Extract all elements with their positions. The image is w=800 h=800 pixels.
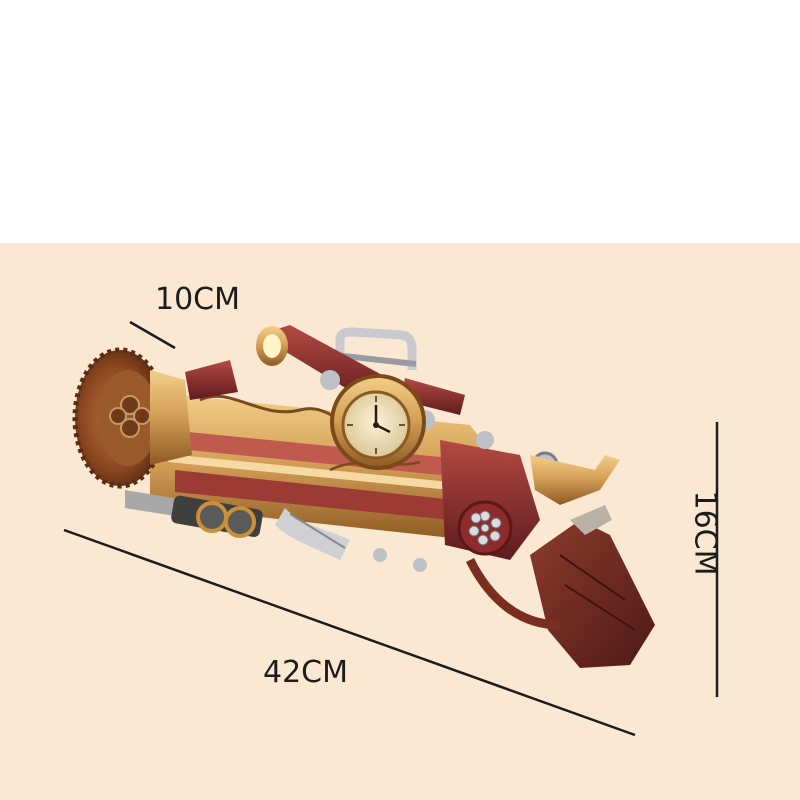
length-dimension-label: 42CM xyxy=(263,655,349,690)
width-dimension-label: 10CM xyxy=(155,282,241,317)
height-dimension-label: 16CM xyxy=(687,490,723,576)
width-dimension-line xyxy=(129,320,176,350)
blaster-model xyxy=(72,325,655,668)
white-top-band xyxy=(0,0,800,243)
length-dimension-line xyxy=(63,528,636,737)
